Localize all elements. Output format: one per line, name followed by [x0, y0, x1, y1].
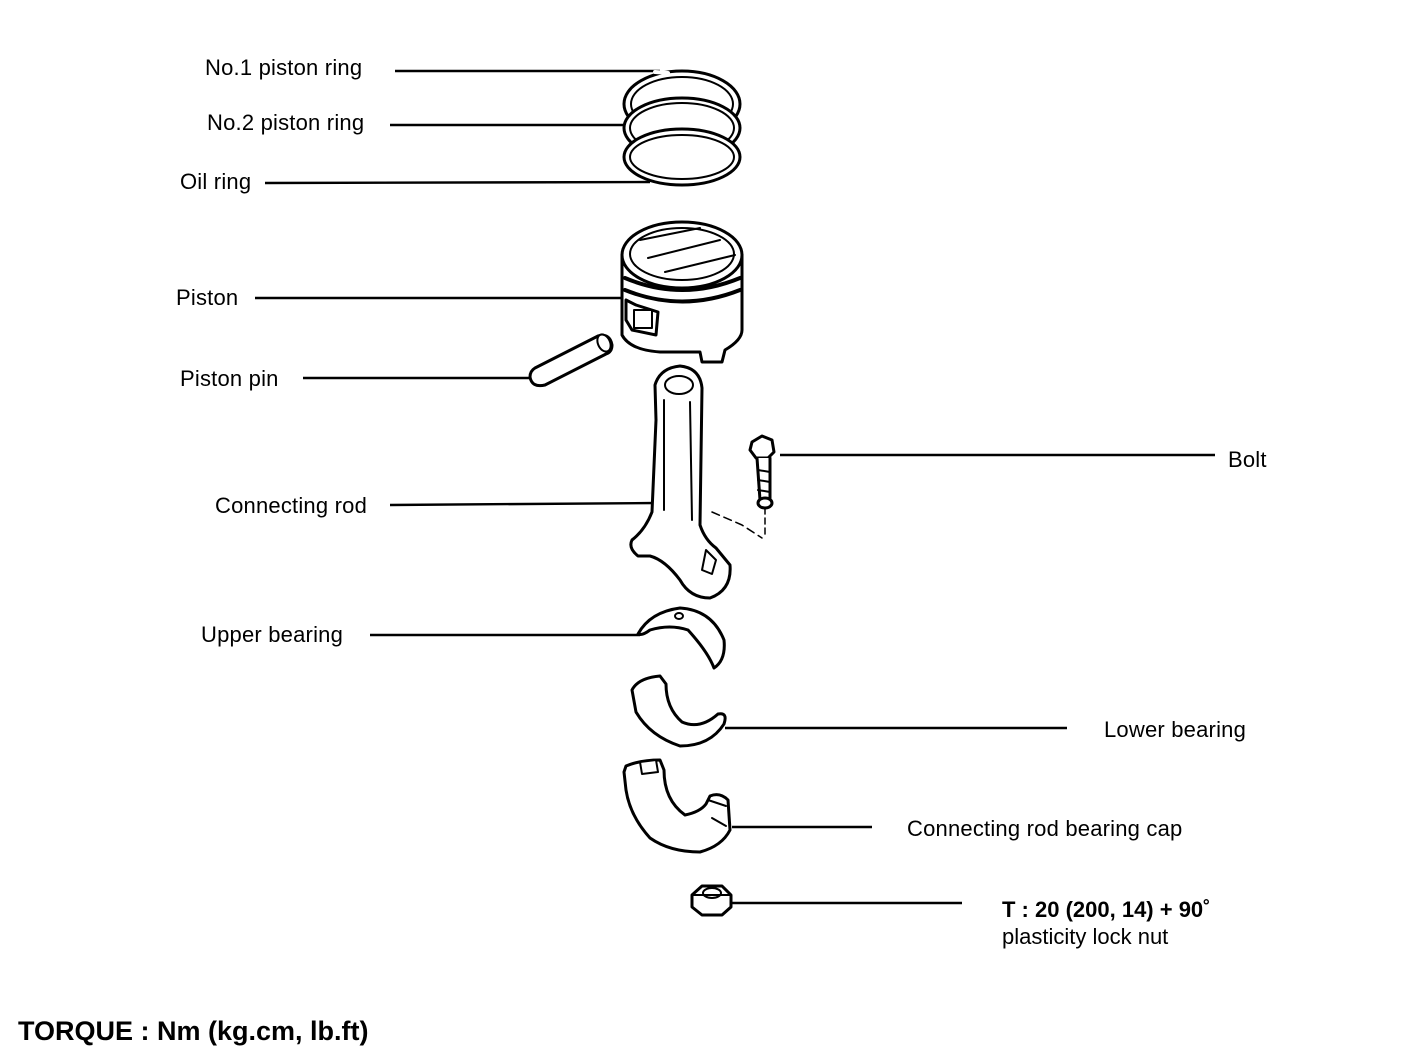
label-lower-bearing: Lower bearing: [1104, 717, 1247, 742]
leader-oil-ring: [264, 180, 651, 185]
lock-nut: [690, 884, 733, 917]
label-piston-pin: Piston pin: [180, 366, 279, 391]
label-no1-piston-ring: No.1 piston ring: [205, 55, 363, 80]
leader-connecting-rod: [389, 501, 658, 507]
upper-bearing: [636, 606, 726, 670]
connecting-rod-bearing-cap: [622, 758, 732, 854]
label-upper-bearing: Upper bearing: [201, 622, 344, 647]
connecting-rod: [629, 364, 763, 600]
label-oil-ring: Oil ring: [180, 169, 252, 194]
lower-bearing: [630, 674, 727, 748]
leader-lines: [255, 69, 1215, 905]
piston-pin: [528, 333, 614, 388]
label-connecting-rod: Connecting rod: [215, 493, 368, 518]
label-no2-piston-ring: No.2 piston ring: [207, 110, 365, 135]
torque-spec: T : 20 (200, 14) + 90˚ plasticity lock n…: [1002, 896, 1211, 950]
torque-part: plasticity lock nut: [1002, 924, 1169, 949]
torque-units-legend: TORQUE : Nm (kg.cm, lb.ft): [18, 1016, 369, 1046]
label-bolt: Bolt: [1228, 447, 1267, 472]
label-piston: Piston: [176, 285, 239, 310]
torque-value: T : 20 (200, 14) + 90˚: [1002, 897, 1211, 922]
bolt: [748, 434, 776, 536]
label-bearing-cap: Connecting rod bearing cap: [907, 816, 1183, 841]
piston: [620, 220, 744, 364]
oil-ring: [622, 127, 742, 187]
